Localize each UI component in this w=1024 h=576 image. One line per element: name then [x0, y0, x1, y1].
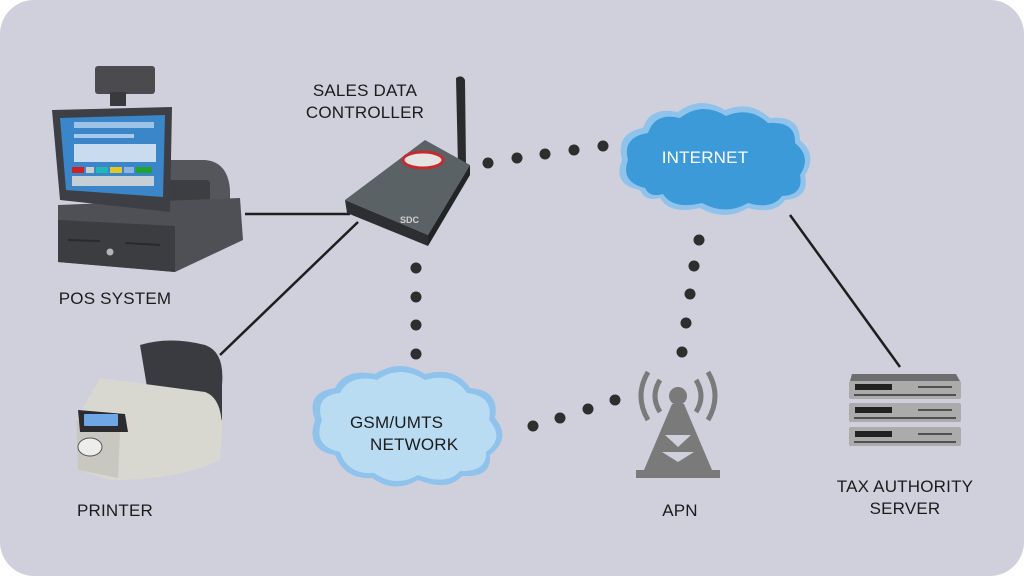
apn-tower-icon [636, 370, 720, 478]
printer-label: PRINTER [76, 501, 154, 520]
apn-label: APN [662, 501, 698, 520]
gsm-label-line2: NETWORK [370, 435, 459, 454]
tax-server-label: TAX AUTHORITY SERVER [815, 476, 995, 520]
sales-data-controller-icon: SDC [345, 76, 470, 246]
connector-printer-sdc [219, 221, 359, 356]
gsm-label-line1: GSM/UMTS [350, 413, 444, 432]
tax-server-label-line2: SERVER [869, 499, 941, 518]
dotted-connector-sdc-gsm [410, 262, 422, 360]
internet-cloud-icon [619, 102, 811, 215]
pos-system-label: POS SYSTEM [58, 289, 172, 308]
sdc-device-text: SDC [400, 215, 420, 225]
printer-icon [76, 340, 223, 480]
internet-label: INTERNET [661, 148, 749, 167]
connector-internet-server [788, 214, 902, 368]
sdc-label-line1: SALES DATA [312, 81, 418, 100]
dotted-connector-gsm-apn [527, 394, 621, 432]
gsm-cloud-icon [312, 366, 503, 487]
sdc-label: SALES DATA CONTROLLER [290, 80, 440, 124]
dotted-connector-sdc-internet [482, 140, 609, 169]
tax-server-icon [849, 374, 961, 446]
gsm-label: GSM/UMTS NETWORK [330, 412, 490, 456]
sdc-label-line2: CONTROLLER [305, 103, 425, 122]
pos-system-icon [52, 66, 243, 272]
tax-server-label-line1: TAX AUTHORITY [836, 477, 974, 496]
dotted-connector-apn-internet [676, 234, 705, 358]
